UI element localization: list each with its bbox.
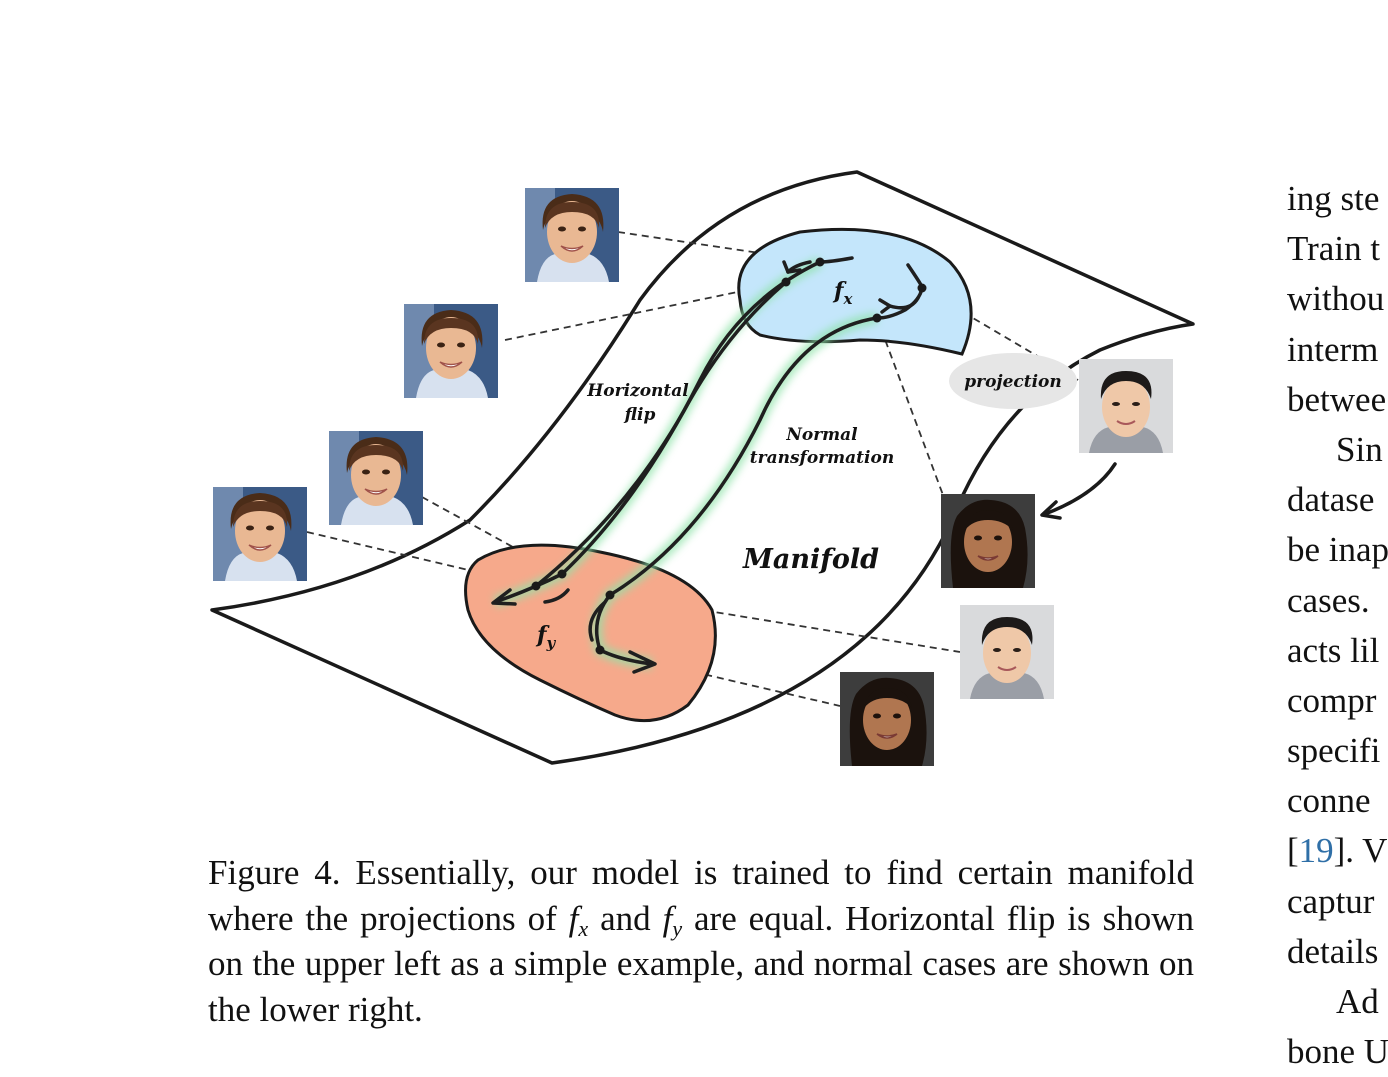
figure-caption: Figure 4. Essentially, our model is trai… <box>208 850 1194 1032</box>
label-manifold: Manifold <box>742 544 879 575</box>
text-line: datase <box>1287 480 1375 520</box>
region-fx <box>737 227 973 356</box>
label-fx: fx <box>832 278 853 308</box>
caption-text-1: Figure 4. Essentially, our model is trai… <box>208 853 1194 938</box>
text-line: ing ste <box>1287 179 1380 218</box>
text-line: be inap <box>1287 530 1388 570</box>
projection-bubble <box>949 353 1077 409</box>
label-normal-1: Normal <box>785 425 858 445</box>
face-boy-2 <box>403 303 499 399</box>
projection-arrowhead <box>1040 500 1062 520</box>
text-line-citation: [19]. V <box>1287 831 1388 871</box>
text-line: Train t <box>1287 229 1381 269</box>
caption-text-3: are equal. Horizontal flip is shown on t… <box>208 898 1194 1029</box>
text-line: compr <box>1287 680 1377 720</box>
face-boy-4 <box>212 486 308 582</box>
face-boy-1 <box>524 187 620 283</box>
text-line: interm <box>1287 329 1379 369</box>
caption-text-2: and <box>588 898 663 938</box>
math-fx: fx <box>568 898 589 941</box>
text-line: Ad <box>1336 982 1379 1021</box>
label-projection: projection <box>964 372 1062 392</box>
text-line: cases. <box>1287 580 1370 620</box>
text-line: specifi <box>1287 731 1381 771</box>
face-woman-2 <box>839 671 935 767</box>
math-fy: fy <box>662 898 683 941</box>
text-line: details <box>1287 931 1379 971</box>
text-line: captur <box>1287 881 1375 921</box>
label-fy: fy <box>535 622 556 652</box>
face-man-1 <box>1078 358 1174 454</box>
text-line: bone U <box>1287 1032 1388 1072</box>
face-man-2 <box>959 604 1055 700</box>
text-line: betwee <box>1287 379 1387 419</box>
right-column-text: ing ste Train t withou interm betwee Sin… <box>1287 174 1388 1077</box>
face-woman-1 <box>940 493 1036 589</box>
face-boy-3 <box>328 430 424 526</box>
text-line: Sin <box>1336 429 1383 469</box>
text-line: conne <box>1287 781 1371 821</box>
projection-arrow <box>1043 462 1117 516</box>
path-dots <box>531 257 927 655</box>
label-horizontal-flip-1: Horizontal <box>586 381 689 401</box>
manifold-figure: fx fy Horizontal flip Normal transformat… <box>210 170 1195 767</box>
text-line: withou <box>1287 279 1385 319</box>
label-normal-2: transformation <box>750 448 894 468</box>
citation-link[interactable]: 19 <box>1298 831 1334 871</box>
label-horizontal-flip-2: flip <box>624 405 656 425</box>
text-line: acts lil <box>1287 630 1380 670</box>
